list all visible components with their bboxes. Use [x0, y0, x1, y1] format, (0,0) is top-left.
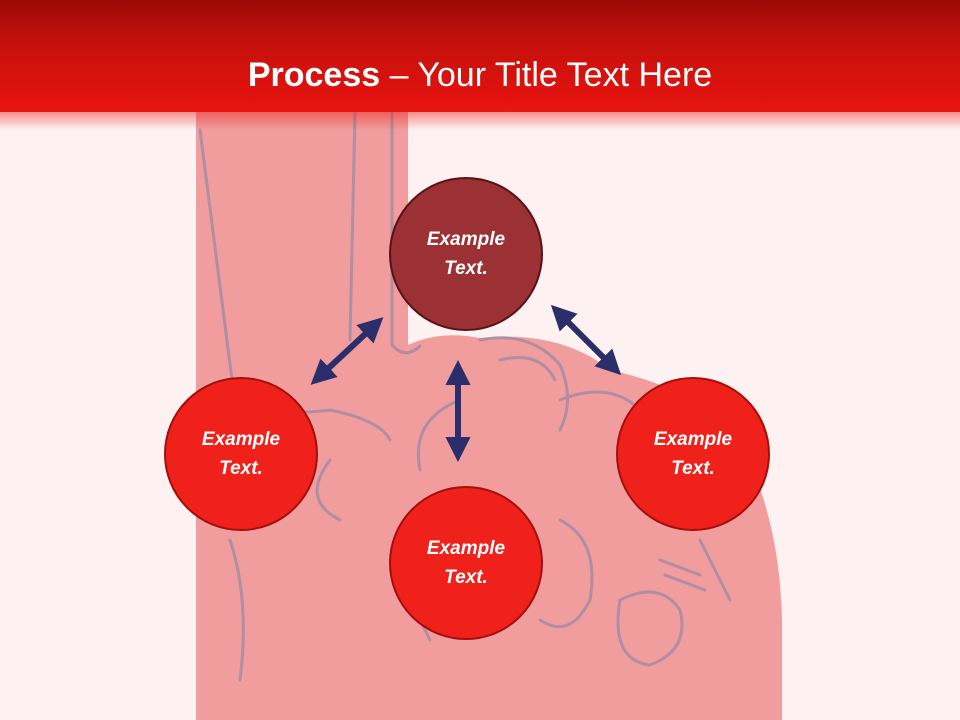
slide-title: Process – Your Title Text Here [0, 52, 960, 98]
slide-title-bold: Process [247, 56, 381, 94]
process-node-top: Example Text. [389, 177, 543, 331]
process-node-right: Example Text. [616, 377, 770, 531]
process-node-bottom: Example Text. [389, 486, 543, 640]
slide-title-rest: – Your Title Text Here [380, 56, 713, 94]
title-bar-shadow [0, 108, 960, 130]
process-node-left: Example Text. [164, 377, 318, 531]
title-bar [0, 0, 960, 112]
double-arrow-top-left [310, 317, 384, 385]
process-node-left-label: Example Text. [201, 429, 281, 479]
process-node-right-label: Example Text. [653, 429, 733, 479]
process-node-bottom-label: Example Text. [426, 538, 506, 588]
process-node-top-label: Example Text. [426, 229, 506, 279]
double-arrow-top-right [550, 304, 622, 376]
